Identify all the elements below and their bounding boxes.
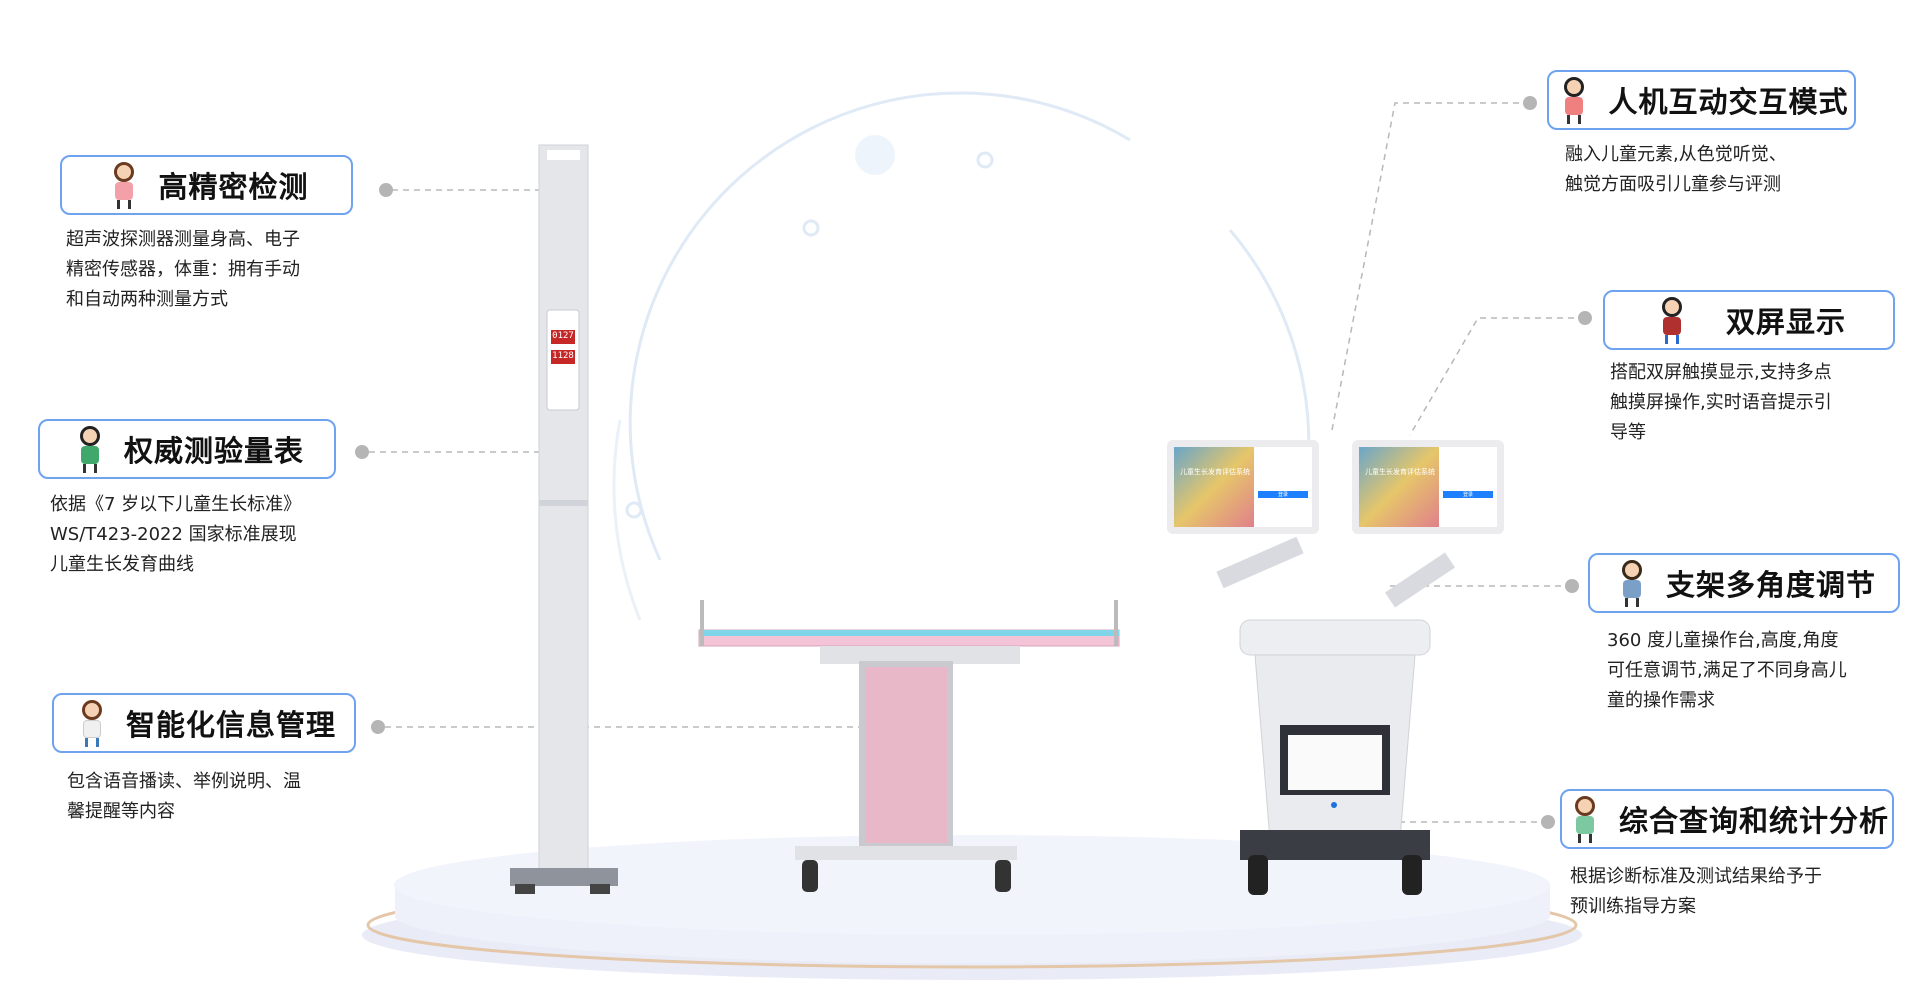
decor-arc — [628, 91, 1131, 561]
connector-dot — [379, 183, 393, 197]
boy-waving-icon — [72, 698, 112, 748]
boy-backpack-icon — [1652, 295, 1692, 345]
infant-measuring-bed — [698, 600, 1120, 892]
desc-line: 导等 — [1610, 422, 1646, 443]
monitor-left[interactable]: 儿童生长发育评估系统 登录 — [1167, 440, 1319, 534]
feature-card-info-management: 智能化信息管理 — [52, 693, 356, 753]
desc-line: 馨提醒等内容 — [67, 801, 175, 822]
desc-line: 精密传感器，体重：拥有手动 — [66, 259, 300, 280]
dual-screen-console — [1216, 536, 1455, 895]
desc-line: 和自动两种测量方式 — [66, 289, 228, 310]
screen-artwork: 儿童生长发育评估系统 — [1174, 447, 1254, 527]
feature-description: 搭配双屏触摸显示,支持多点 触摸屏操作,实时语音提示引 导等 — [1610, 358, 1832, 448]
feature-description: 360 度儿童操作台,高度,角度 可任意调节,满足了不同身高儿 童的操作需求 — [1607, 626, 1847, 716]
weight-reading: 1128 — [552, 351, 574, 361]
feature-title: 支架多角度调节 — [1665, 568, 1876, 602]
feature-card-adjustable-stand: 支架多角度调节 — [1588, 553, 1900, 613]
login-button[interactable]: 登录 — [1443, 491, 1493, 498]
desc-line: 包含语音播读、举例说明、温 — [67, 771, 301, 792]
desc-line: 可任意调节,满足了不同身高儿 — [1607, 660, 1847, 681]
feature-card-interaction-mode: 人机互动交互模式 — [1547, 70, 1856, 130]
monitor-right[interactable]: 儿童生长发育评估系统 登录 — [1352, 440, 1504, 534]
feature-description: 包含语音播读、举例说明、温 馨提醒等内容 — [67, 767, 301, 827]
decor-arc — [612, 419, 642, 621]
desc-line: 儿童生长发育曲线 — [50, 554, 194, 575]
screen-artwork: 儿童生长发育评估系统 — [1359, 447, 1439, 527]
desc-line: WS/T423-2022 国家标准展现 — [50, 524, 297, 545]
feature-title: 智能化信息管理 — [125, 708, 336, 742]
height-reading: 0127 — [552, 331, 574, 341]
feature-card-authoritative-scale: 权威测验量表 — [38, 419, 336, 479]
connector-dot — [1541, 815, 1555, 829]
feature-title: 双屏显示 — [1725, 305, 1846, 339]
desc-line: 超声波探测器测量身高、电子 — [66, 229, 300, 250]
screen-title: 儿童生长发育评估系统 — [1365, 468, 1435, 476]
height-measuring-pole — [510, 144, 618, 894]
feature-description: 融入儿童元素,从色觉听觉、 触觉方面吸引儿童参与评测 — [1565, 140, 1787, 200]
desc-line: 融入儿童元素,从色觉听觉、 — [1565, 144, 1787, 165]
decor-dot — [855, 135, 895, 175]
desc-line: 预训练指导方案 — [1570, 896, 1696, 917]
desc-line: 触觉方面吸引儿童参与评测 — [1565, 174, 1781, 195]
feature-card-query-statistics: 综合查询和统计分析 — [1560, 789, 1894, 849]
desc-line: 搭配双屏触摸显示,支持多点 — [1610, 362, 1832, 383]
connector-dot — [371, 720, 385, 734]
feature-title: 权威测验量表 — [123, 434, 304, 468]
desc-line: 依据《7 岁以下儿童生长标准》 — [50, 494, 302, 515]
girl-standing-icon — [1565, 794, 1605, 844]
desc-line: 根据诊断标准及测试结果给予于 — [1570, 866, 1822, 887]
decor-ring — [802, 219, 820, 237]
desc-line: 触摸屏操作,实时语音提示引 — [1610, 392, 1832, 413]
feature-card-high-precision: 高精密检测 — [60, 155, 353, 215]
connector-dot — [355, 445, 369, 459]
feature-description: 根据诊断标准及测试结果给予于 预训练指导方案 — [1570, 862, 1822, 922]
girl-cartoon-icon — [104, 160, 144, 210]
connector-dot — [1565, 579, 1579, 593]
connector-dot — [1523, 96, 1537, 110]
decor-ring — [625, 501, 643, 519]
feature-description: 超声波探测器测量身高、电子 精密传感器，体重：拥有手动 和自动两种测量方式 — [66, 225, 300, 315]
girl-jumping-icon — [1554, 75, 1594, 125]
feature-title: 高精密检测 — [158, 170, 309, 204]
boy-paper-plane-icon — [70, 424, 110, 474]
boy-jump-rope-icon — [1612, 558, 1652, 608]
feature-title: 人机互动交互模式 — [1608, 85, 1849, 119]
connector-dot — [1578, 311, 1592, 325]
login-button[interactable]: 登录 — [1258, 491, 1308, 498]
screen-title: 儿童生长发育评估系统 — [1180, 468, 1250, 476]
feature-title: 综合查询和统计分析 — [1618, 804, 1889, 838]
desc-line: 360 度儿童操作台,高度,角度 — [1607, 630, 1839, 651]
desc-line: 童的操作需求 — [1607, 690, 1715, 711]
feature-description: 依据《7 岁以下儿童生长标准》 WS/T423-2022 国家标准展现 儿童生长… — [50, 490, 301, 580]
decor-ring — [976, 151, 994, 169]
feature-card-dual-screen: 双屏显示 — [1603, 290, 1895, 350]
